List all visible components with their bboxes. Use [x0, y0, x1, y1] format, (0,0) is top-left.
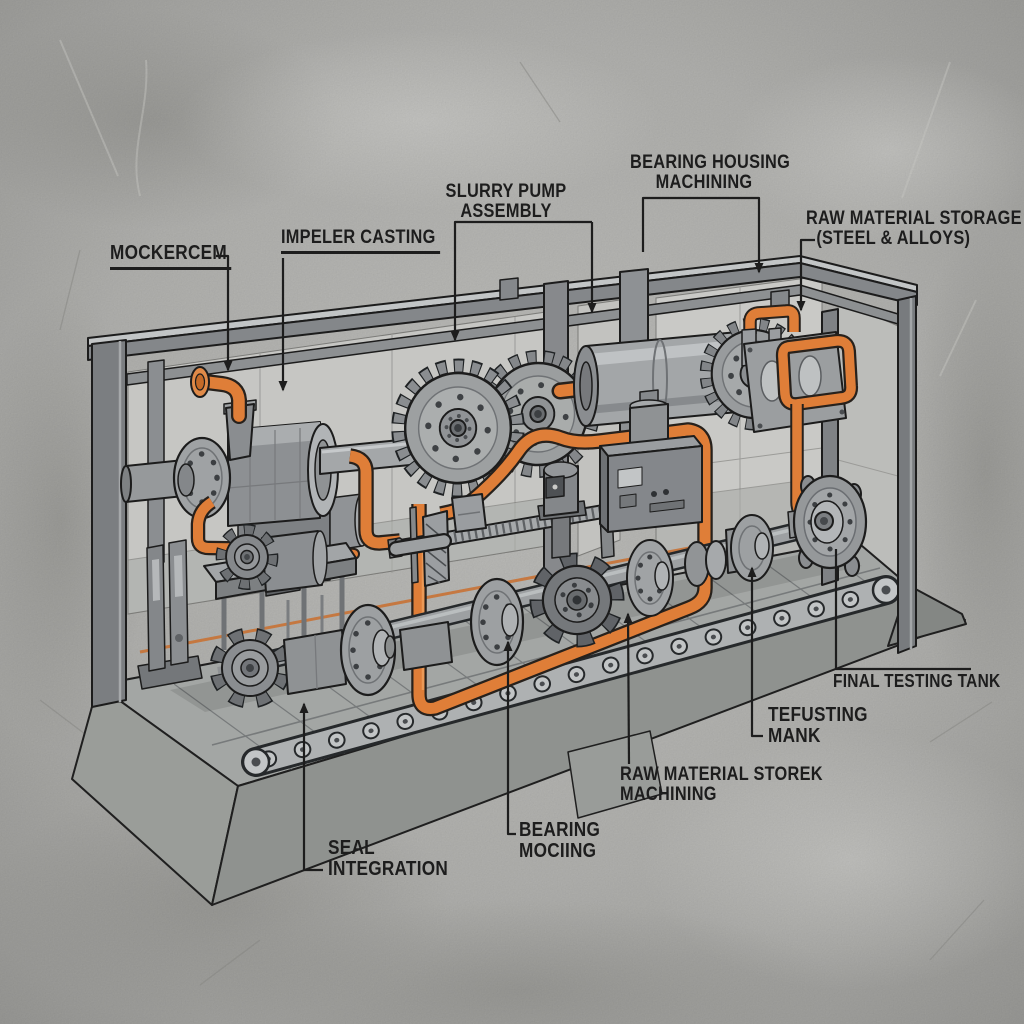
label-tefusting-mank: TEFUSTING MANK: [768, 704, 868, 748]
label-slurry-pump-assembly: SLURRY PUMP ASSEMBLY: [445, 181, 567, 223]
chain-conveyor: [241, 575, 901, 777]
label-bearing-mociing: BEARING MOCIING: [519, 819, 601, 863]
label-raw-material-storage: RAW MATERIAL STORAGE (STEEL & ALLOYS): [806, 208, 1022, 250]
label-impeller-casting: IMPELER CASTING: [281, 227, 440, 255]
label-mockercem: MOCKERCEM: [110, 242, 232, 271]
label-raw-material-storek-machining: RAW MATERIAL STOREK MACHINING: [620, 764, 823, 806]
flange-coupling-a: [339, 603, 397, 697]
label-seal-integration: SEAL INTEGRATION: [328, 837, 449, 881]
flange-coupling-b: [469, 577, 525, 667]
lower-machinery: [137, 389, 868, 709]
label-bearing-housing-machining: BEARING HOUSING MACHINING: [630, 152, 791, 194]
label-mockercem-text: MOCKERCEM: [110, 242, 232, 271]
leader-lines: [216, 196, 971, 872]
cog-coupling-left: [209, 627, 291, 709]
control-box: [599, 389, 703, 533]
label-final-testing-tank: FINAL TESTING TANK: [833, 671, 1001, 691]
gear-1: [391, 358, 525, 498]
flange-coupling-c: [626, 539, 674, 617]
label-impeller-casting-text: IMPELER CASTING: [281, 227, 440, 255]
tool-stand: [137, 539, 203, 690]
final-testing-flange-housing: [792, 474, 868, 577]
